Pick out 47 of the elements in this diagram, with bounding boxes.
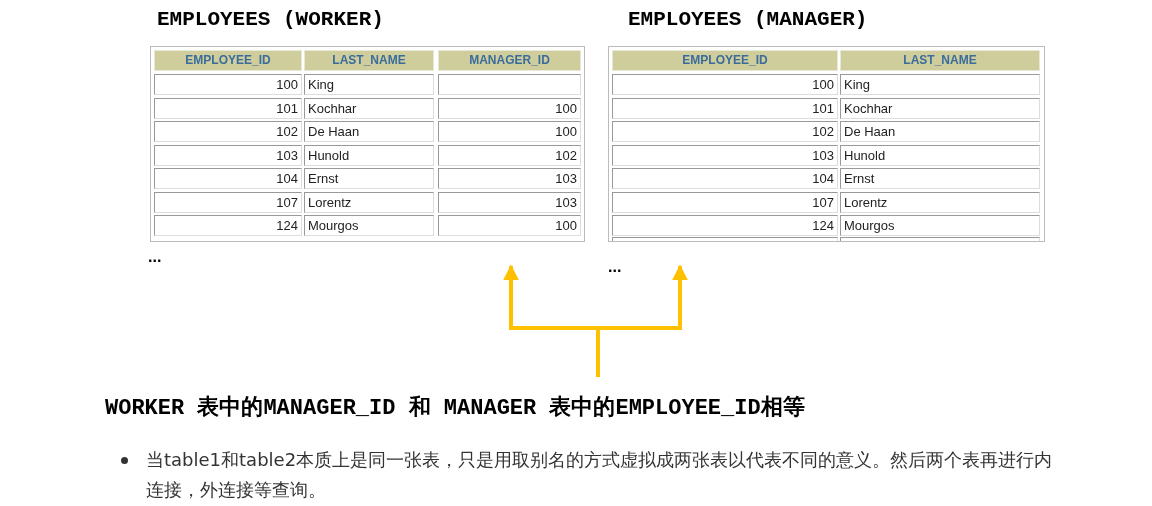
column-header: MANAGER_ID bbox=[438, 50, 581, 71]
ellipsis: ... bbox=[148, 248, 162, 266]
table-cell: De Haan bbox=[840, 121, 1040, 142]
column-header: LAST_NAME bbox=[840, 50, 1040, 71]
bullet-text: 当table1和table2本质上是同一张表，只是用取别名的方式虚拟成两张表以代表不同的意义。然后两个表再进行内连接，外连接等查询。 bbox=[146, 448, 1054, 502]
table-cell: Ernst bbox=[840, 168, 1040, 189]
table-cell: Kochhar bbox=[304, 97, 434, 119]
table-cell: 104 bbox=[154, 168, 302, 189]
table-panel bbox=[150, 8, 585, 264]
table-cell: 100 bbox=[438, 97, 581, 119]
table-title: EMPLOYEES (MANAGER) bbox=[628, 8, 868, 31]
table-cell: 100 bbox=[612, 74, 838, 95]
table-cell: 100 bbox=[438, 121, 581, 142]
table-cell: 100 bbox=[154, 74, 302, 95]
table-cell: Lorentz bbox=[304, 191, 434, 213]
column-header: EMPLOYEE_ID bbox=[612, 50, 838, 71]
table-cell: King bbox=[304, 74, 434, 95]
table-cell: 103 bbox=[612, 144, 838, 166]
table-cell: 102 bbox=[438, 144, 581, 166]
table-cell: De Haan bbox=[304, 121, 434, 142]
table-cell: Lorentz bbox=[840, 191, 1040, 213]
table-cell: 102 bbox=[612, 121, 838, 142]
table-cell: 102 bbox=[154, 121, 302, 142]
column-header: LAST_NAME bbox=[304, 50, 434, 71]
table-cell: Ernst bbox=[304, 168, 434, 189]
table-cell: 124 bbox=[154, 215, 302, 236]
table-cell: Mourgos bbox=[840, 215, 1040, 236]
table-cell: 101 bbox=[612, 97, 838, 119]
table-cell: King bbox=[840, 74, 1040, 95]
caption-text: WORKER 表中的MANAGER_ID 和 MANAGER 表中的EMPLOYEE_ID相等 bbox=[105, 392, 805, 422]
table-cell: 107 bbox=[154, 191, 302, 213]
table-cell: Kochhar bbox=[840, 97, 1040, 119]
table-cell: Hunold bbox=[840, 144, 1040, 166]
table-cell: 100 bbox=[438, 215, 581, 236]
arrow bbox=[596, 264, 688, 377]
table-cell: 124 bbox=[612, 215, 838, 236]
table-cell: Hunold bbox=[304, 144, 434, 166]
table-cell: Mourgos bbox=[304, 215, 434, 236]
table-cell: 104 bbox=[612, 168, 838, 189]
ellipsis: ... bbox=[608, 258, 622, 276]
table-cell: 103 bbox=[438, 191, 581, 213]
column-header: EMPLOYEE_ID bbox=[154, 50, 302, 71]
table-cell: 103 bbox=[154, 144, 302, 166]
table-title: EMPLOYEES (WORKER) bbox=[157, 8, 384, 31]
table-cell: 107 bbox=[612, 191, 838, 213]
table-cell: 103 bbox=[438, 168, 581, 189]
table-cell: 101 bbox=[154, 97, 302, 119]
